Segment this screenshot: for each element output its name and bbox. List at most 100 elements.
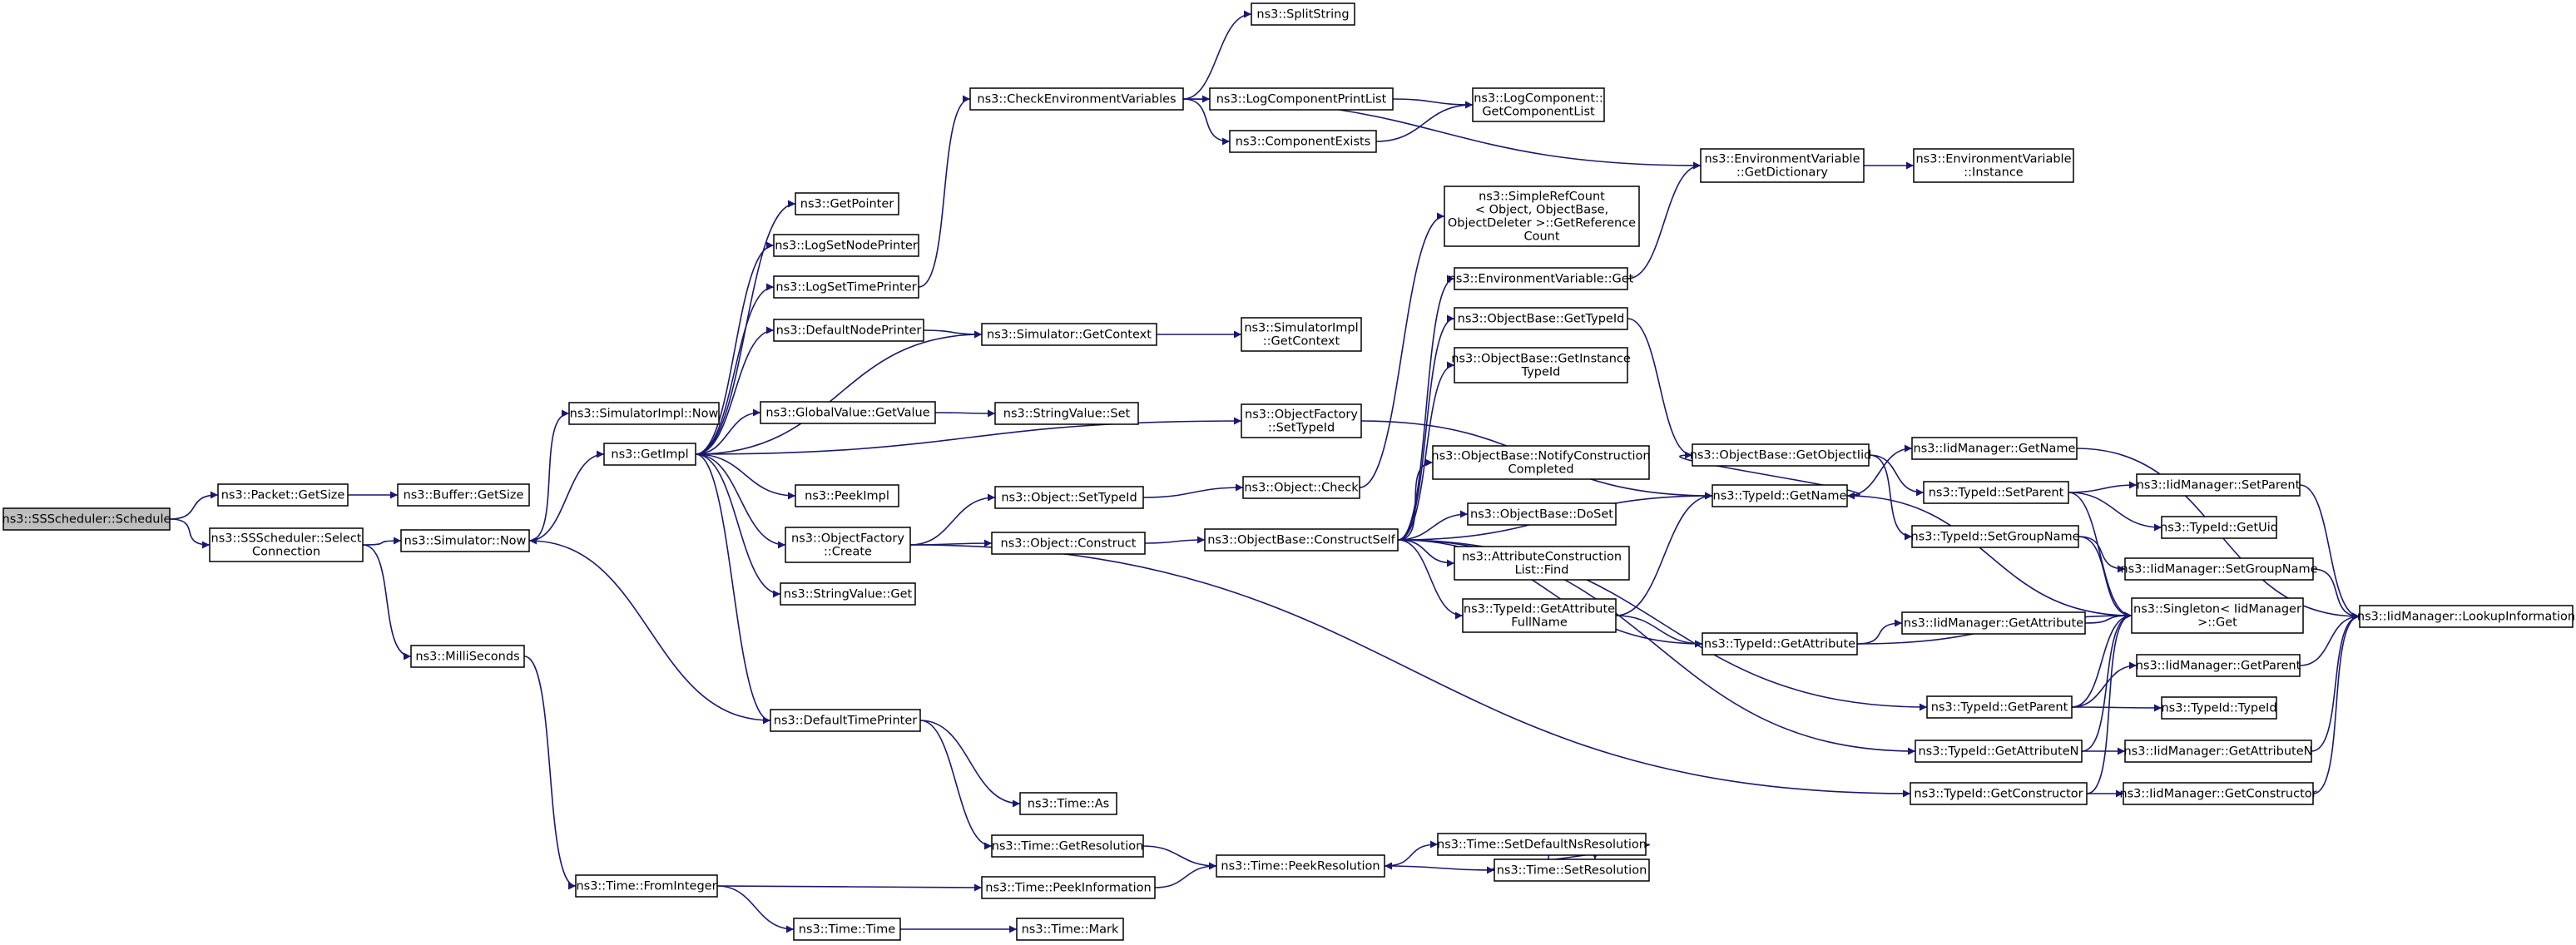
node-ofCreate[interactable]: ns3::ObjectFactory::Create — [785, 527, 911, 563]
node-tidTypeId[interactable]: ns3::TypeId::TypeId — [2161, 696, 2277, 720]
node-simCtx[interactable]: ns3::Simulator::GetContext — [981, 323, 1157, 346]
node-box — [994, 402, 1139, 425]
node-label: List::Find — [1515, 564, 1569, 577]
node-timeTime[interactable]: ns3::Time::Time — [793, 918, 901, 941]
node-obConstruct[interactable]: ns3::ObjectBase::ConstructSelf — [1204, 528, 1399, 552]
node-obGetOid[interactable]: ns3::ObjectBase::GetObjectIid — [1690, 443, 1872, 467]
node-implNow[interactable]: ns3::SimulatorImpl::Now — [568, 402, 720, 425]
node-tidGetParent[interactable]: ns3::TypeId::GetParent — [1926, 695, 2073, 719]
node-label: ns3::EnvironmentVariable — [1915, 153, 2071, 166]
node-getPointer[interactable]: ns3::GetPointer — [795, 192, 899, 215]
edge-getImpl-to-defTime — [695, 453, 771, 725]
node-label: ns3::MilliSeconds — [415, 651, 519, 664]
node-iidGetName[interactable]: ns3::IidManager::GetName — [1911, 437, 2078, 460]
node-setRes[interactable]: ns3::Time::SetResolution — [1494, 858, 1650, 882]
node-compExists[interactable]: ns3::ComponentExists — [1229, 130, 1377, 153]
node-label: ns3::TypeId::SetParent — [1929, 487, 2064, 500]
node-root[interactable]: ns3::SSScheduler::Schedule — [2, 507, 171, 531]
node-getImpl[interactable]: ns3::GetImpl — [603, 443, 696, 466]
node-peekInfo[interactable]: ns3::Time::PeekInformation — [981, 876, 1156, 899]
edge-tidGetAttrN-to-singleton — [2081, 611, 2133, 752]
edge-tidSetGroup-to-singleton — [2078, 536, 2133, 620]
node-defTime[interactable]: ns3::DefaultTimePrinter — [770, 709, 921, 732]
edge-iidGetParent-to-iidLookup — [2299, 612, 2361, 666]
node-obGetTid[interactable]: ns3::ObjectBase::GetTypeId — [1454, 307, 1628, 330]
edge-milli-to-fromInt — [523, 656, 577, 890]
node-peekImpl[interactable]: ns3::PeekImpl — [795, 484, 899, 507]
node-timeAs[interactable]: ns3::Time::As — [1019, 792, 1117, 815]
node-gvGet[interactable]: ns3::GlobalValue::GetValue — [760, 401, 936, 424]
node-getRes[interactable]: ns3::Time::GetResolution — [991, 834, 1144, 858]
node-logNode[interactable]: ns3::LogSetNodePrinter — [773, 234, 919, 257]
node-singleton[interactable]: ns3::Singleton< IidManager>::Get — [2131, 597, 2304, 634]
node-iidGetAttrN[interactable]: ns3::IidManager::GetAttributeN — [2123, 740, 2313, 763]
node-envDict[interactable]: ns3::EnvironmentVariable::GetDictionary — [1700, 148, 1865, 183]
node-simpleRef[interactable]: ns3::SimpleRefCount< Object, ObjectBase,… — [1444, 186, 1640, 247]
node-box — [2359, 605, 2574, 628]
node-tidGetAttrN[interactable]: ns3::TypeId::GetAttributeN — [1915, 740, 2083, 763]
node-objConstruct[interactable]: ns3::Object::Construct — [991, 532, 1146, 555]
edges — [169, 10, 2361, 933]
node-label: ns3::StringValue::Set — [1003, 408, 1131, 421]
node-logCompList[interactable]: ns3::LogComponent::GetComponentList — [1472, 87, 1605, 122]
edge-tidGetParent-to-iidGetParent — [2071, 661, 2138, 708]
edge-tidAttrFull-to-tidGetAttr — [1615, 615, 1703, 648]
node-envInst[interactable]: ns3::EnvironmentVariable::Instance — [1913, 148, 2074, 183]
node-label: ns3::IidManager::GetConstructor — [2119, 788, 2316, 801]
node-svSet[interactable]: ns3::StringValue::Set — [994, 402, 1139, 425]
edge-selConn-to-simNow — [362, 537, 402, 546]
node-label: ns3::EnvironmentVariable — [1704, 153, 1860, 166]
node-box — [603, 443, 696, 466]
node-iidSetParent[interactable]: ns3::IidManager::SetParent — [2136, 473, 2301, 497]
node-tidGetAttr[interactable]: ns3::TypeId::GetAttribute — [1702, 632, 1858, 656]
node-objCheck[interactable]: ns3::Object::Check — [1242, 476, 1360, 499]
node-iidGetParent[interactable]: ns3::IidManager::GetParent — [2136, 654, 2301, 677]
node-box — [2124, 740, 2312, 763]
node-setDefNs[interactable]: ns3::Time::SetDefaultNsResolution — [1437, 833, 1647, 856]
edge-iidGetAttrN-to-iidLookup — [2311, 612, 2361, 752]
node-iidGetAttr[interactable]: ns3::IidManager::GetAttribute — [1901, 611, 2086, 635]
node-defNode[interactable]: ns3::DefaultNodePrinter — [773, 319, 924, 342]
node-ofSetTid[interactable]: ns3::ObjectFactory::SetTypeId — [1241, 403, 1362, 438]
node-label: Count — [1523, 230, 1559, 244]
node-iidGetCons[interactable]: ns3::IidManager::GetConstructor — [2119, 782, 2317, 805]
node-simNow[interactable]: ns3::Simulator::Now — [400, 529, 530, 552]
node-peekRes[interactable]: ns3::Time::PeekResolution — [1216, 854, 1385, 878]
node-tidGetUid[interactable]: ns3::TypeId::GetUid — [2160, 516, 2278, 539]
node-svGet[interactable]: ns3::StringValue::Get — [780, 582, 916, 606]
node-obNotify[interactable]: ns3::ObjectBase::NotifyConstructionCompl… — [1431, 445, 1651, 480]
node-tidGetName[interactable]: ns3::TypeId::GetName — [1712, 484, 1848, 507]
node-label: Completed — [1508, 463, 1573, 477]
node-milli[interactable]: ns3::MilliSeconds — [410, 645, 525, 668]
node-split[interactable]: ns3::SplitString — [1251, 2, 1355, 26]
node-tidSetParent[interactable]: ns3::TypeId::SetParent — [1923, 481, 2069, 504]
node-implCtx[interactable]: ns3::SimulatorImpl::GetContext — [1241, 317, 1362, 352]
node-label: ns3::TypeId::GetAttribute — [1464, 603, 1615, 616]
node-tidGetCons[interactable]: ns3::TypeId::GetConstructor — [1910, 782, 2088, 805]
node-label: ns3::ComponentExists — [1236, 136, 1371, 149]
node-objSetTid[interactable]: ns3::Object::SetTypeId — [994, 486, 1144, 509]
node-iidLookup[interactable]: ns3::IidManager::LookupInformation — [2357, 605, 2575, 628]
node-pktGetSize[interactable]: ns3::Packet::GetSize — [217, 483, 349, 507]
node-bufGetSize[interactable]: ns3::Buffer::GetSize — [397, 483, 530, 507]
node-logTime[interactable]: ns3::LogSetTimePrinter — [773, 275, 919, 299]
node-iidSetGroup[interactable]: ns3::IidManager::SetGroupName — [2120, 557, 2318, 581]
node-obDoSet[interactable]: ns3::ObjectBase::DoSet — [1467, 502, 1617, 526]
node-box — [991, 834, 1144, 858]
edge-checkEnv-to-compExists — [1182, 98, 1231, 146]
edge-obConstruct-to-obNotify — [1397, 458, 1434, 541]
node-fromInt[interactable]: ns3::Time::FromInteger — [575, 874, 718, 898]
node-box — [1454, 307, 1628, 330]
node-envGet[interactable]: ns3::EnvironmentVariable::Get — [1449, 267, 1634, 290]
node-timeMark[interactable]: ns3::Time::Mark — [1016, 918, 1124, 941]
node-checkEnv[interactable]: ns3::CheckEnvironmentVariables — [969, 87, 1184, 111]
edge-defTime-to-timeAs — [919, 720, 1021, 808]
node-box — [2123, 782, 2314, 805]
node-tidSetGroup[interactable]: ns3::TypeId::SetGroupName — [1910, 525, 2080, 548]
node-logPrint[interactable]: ns3::LogComponentPrintList — [1209, 87, 1394, 111]
node-label: ns3::IidManager::GetAttributeN — [2123, 745, 2312, 759]
